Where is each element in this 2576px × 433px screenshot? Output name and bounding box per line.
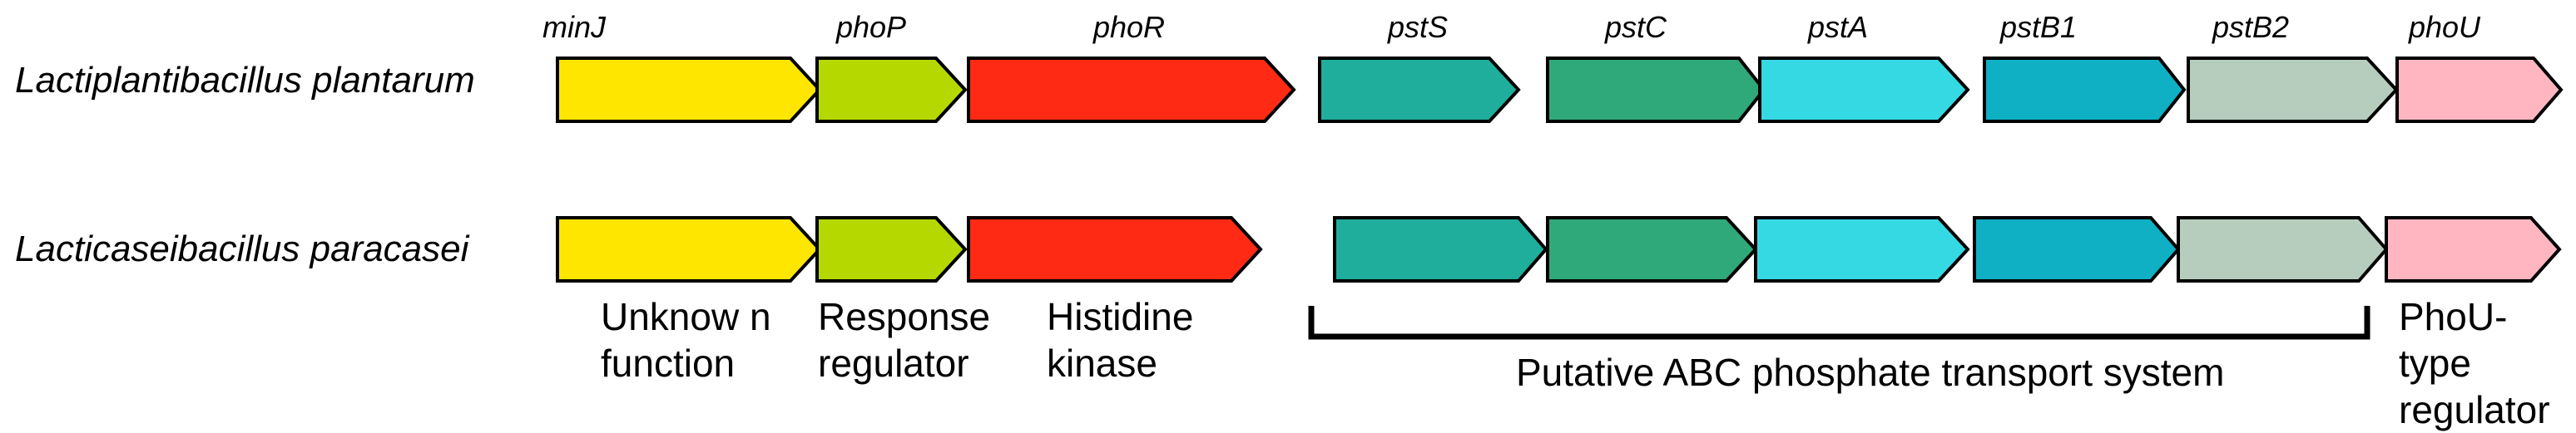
function-label-histidine-kinase: Histidine kinase — [1047, 295, 1194, 385]
species-label-plantarum: Lactiplantibacillus plantarum — [15, 60, 475, 101]
function-label-response-regulator: Response regulator — [818, 295, 991, 385]
abc-bracket — [1308, 306, 2370, 340]
gene-arrow-row1-phop — [815, 57, 968, 123]
gene-label-minj: minJ — [542, 10, 606, 44]
gene-arrows — [556, 57, 2564, 340]
gene-arrow-row1-psts — [1318, 57, 1521, 123]
gene-arrow-row1-phor — [967, 57, 1296, 123]
gene-label-psta: pstA — [1807, 10, 1869, 44]
gene-arrow-row1-pstb1 — [1983, 57, 2187, 123]
gene-label-phor: phoR — [1092, 10, 1166, 44]
gene-arrow-row1-psta — [1758, 57, 1970, 123]
gene-arrow-row1-minj — [556, 57, 822, 123]
function-label-phou-regulator: PhoU-type regulator — [2399, 295, 2550, 431]
gene-arrow-row2-phop — [815, 216, 968, 283]
gene-arrow-row1-pstc — [1546, 57, 1766, 123]
gene-arrow-row2-psta — [1754, 216, 1970, 283]
gene-label-pstb2: pstB2 — [2212, 10, 2290, 44]
gene-arrow-row2-pstb1 — [1973, 216, 2181, 283]
species-label-paracasei: Lacticaseibacillus paracasei — [15, 229, 469, 269]
gene-arrow-row2-pstc — [1546, 216, 1758, 283]
function-label-unknown: Unknow n function — [601, 295, 771, 385]
gene-arrow-row1-pstb2 — [2187, 57, 2399, 123]
gene-arrow-row1-phou — [2395, 57, 2564, 123]
gene-label-pstb1: pstB1 — [1999, 10, 2078, 44]
gene-arrow-row2-phou — [2385, 216, 2562, 283]
gene-cluster-diagram: Lactiplantibacillus plantarum Lacticasei… — [15, 10, 2564, 431]
gene-label-pstc: pstC — [1604, 10, 1667, 44]
gene-label-phop: phoP — [835, 10, 907, 44]
gene-arrow-row2-psts — [1333, 216, 1548, 283]
gene-label-phou: phoU — [2408, 10, 2481, 44]
function-label-abc-transport: Putative ABC phosphate transport system — [1516, 351, 2225, 394]
gene-label-psts: pstS — [1387, 10, 1449, 44]
gene-arrow-row2-pstb2 — [2177, 216, 2389, 283]
gene-arrow-row2-phor — [967, 216, 1263, 283]
gene-arrow-row2-minj — [556, 216, 822, 283]
